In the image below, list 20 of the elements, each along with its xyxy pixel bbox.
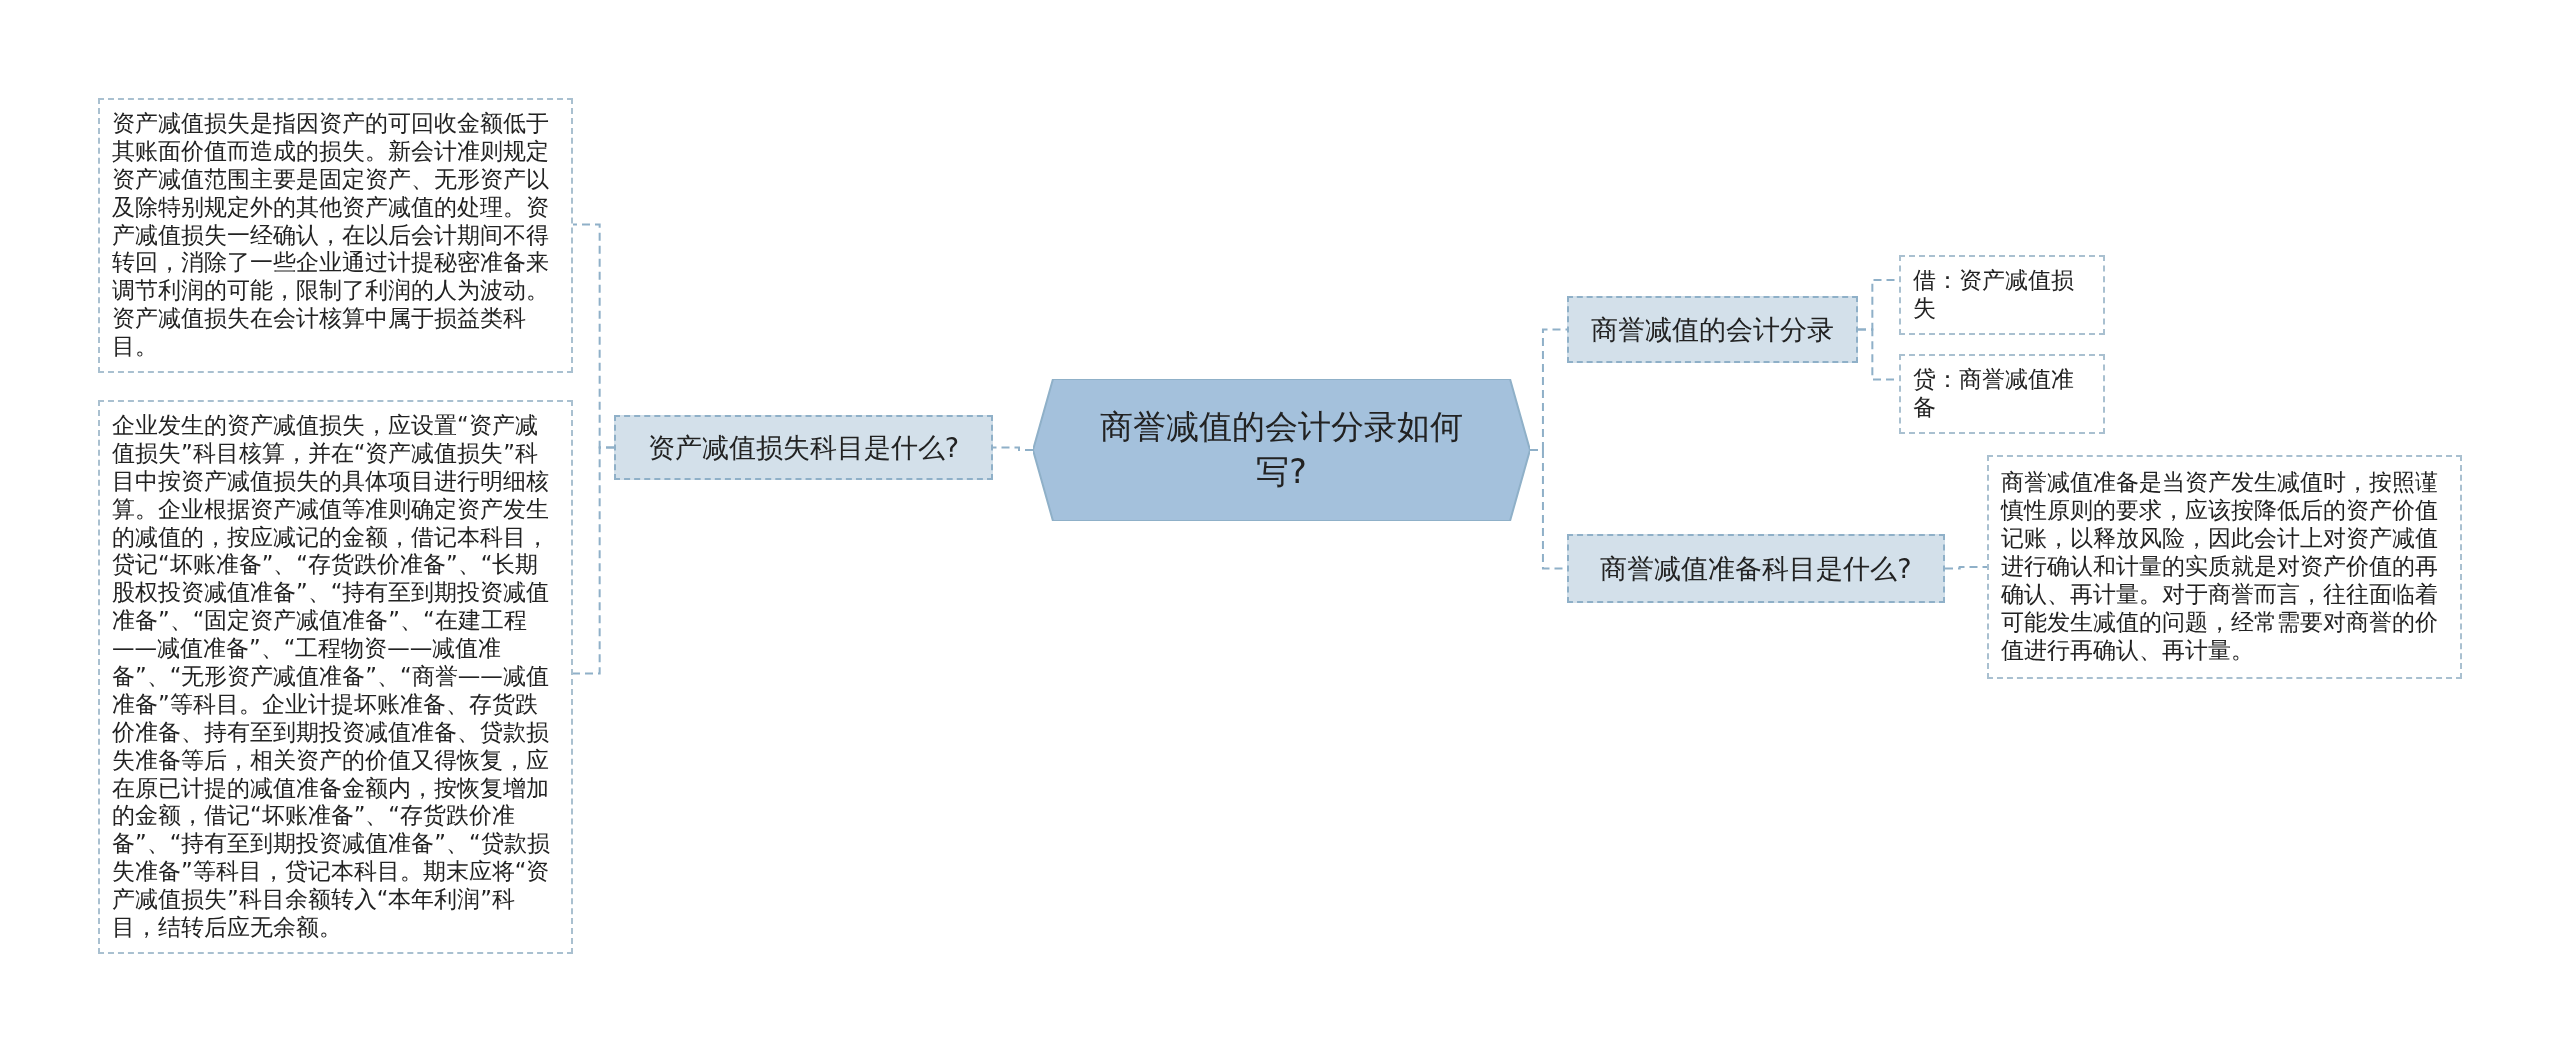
note-text: 借：资产减值损失 [1913, 267, 2075, 323]
connector-line [992, 446, 1034, 451]
note-box [1987, 455, 2462, 679]
topic-text: 资产减值损失科目是什么? [647, 430, 960, 465]
note-text: 贷：商誉减值准备 [1913, 366, 2075, 422]
topic-box [1567, 534, 1945, 603]
topic-box [614, 415, 993, 480]
note-text: 资产减值损失是指因资产的可回收金额低于其账面价值而造成的损失。新会计准则规定资产减值范围主要是固定资产、无形资产以及除特别规定外的其他资产减值的处理。资产减值损失一经确认，在以后会计期间不得转回，消除了一些企业通过计提秘密准备来调节利润的可能，限制了利润的人为波动。资产减值损失在会计核算中属于损益类科目。 [112, 110, 550, 361]
note-box [1899, 255, 2105, 335]
connector-line [572, 446, 615, 675]
note-box [1899, 354, 2105, 434]
note-box [98, 98, 573, 373]
central-topic-hexagon [1033, 379, 1530, 521]
note-text: 企业发生的资产减值损失，应设置“资产减值损失”科目核算，并在“资产减值损失”科目中按资产减值损失的具体项目进行明细核算。企业根据资产减值等准则确定资产发生的减值的，按应减记的金额，借记本科目，贷记“坏账准备”、“存货跌价准备”、“长期股权投资减值准备”、“持有至到期投资减值准备”、“固定资产减值准备”、“在建工程——减值准备”、“工程物资——减值准备”、“无形资产减值准备”、“商誉——减值准备”等科目。企业计提坏账准备、存货跌价准备、持有至到期投资减值准备、贷款损失准备等后，相关资产的价值又得恢复，应在原已计提的减值准备金额内，按恢复增加的金额，借记“坏账准备”、“存货跌价准备”、“持有至到期投资减值准备”、“贷款损失准备”等科目，贷记本科目。期末应将“资产减值损失”科目余额转入“本年利润”科目，结转后应无余额。 [112, 412, 551, 942]
connector-line [1944, 566, 1988, 570]
note-text: 商誉减值准备是当资产发生减值时，按照谨慎性原则的要求，应该按降低后的资产价值记账，以释放风险，因此会计上对资产减值进行确认和计量的实质就是对资产价值的再确认、再计量。对于商誉而言，往往面临着可能发生减值的问题，经常需要对商誉的价值进行再确认、再计量。 [2001, 469, 2439, 665]
topic-text: 商誉减值准备科目是什么? [1600, 551, 1912, 586]
topic-text: 商誉减值的会计分录 [1591, 312, 1834, 347]
topic-text: 商誉减值的会计分录如何写? [1099, 406, 1464, 493]
topic-box [1567, 296, 1858, 363]
